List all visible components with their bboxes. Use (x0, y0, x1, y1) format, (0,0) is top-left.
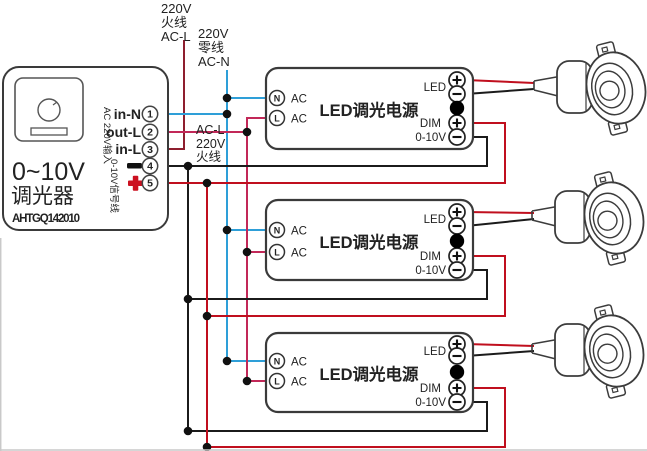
wire-dim-plus-driver2 (207, 255, 506, 317)
driver-title: LED调光电源 (320, 100, 420, 120)
svg-text:DIM: DIM (420, 118, 441, 130)
dimmer-side-label-signal: 0-10V信号线 (108, 159, 120, 213)
svg-text:AC: AC (291, 94, 307, 106)
dimmer-box: 0~10V 调光器 AHTGQ142010 AC 220V输入 0-10V信号线… (2, 66, 169, 231)
minus-icon (127, 163, 142, 169)
dimmer-label-out-l: out-L (106, 124, 141, 140)
svg-text:L: L (274, 377, 280, 387)
label-live-out: AC-L 220V 火线 (196, 123, 226, 164)
svg-text:0-10V: 0-10V (415, 397, 446, 409)
svg-text:220V: 220V (198, 26, 229, 41)
dimmer-title-line2: 调光器 (11, 185, 74, 208)
svg-text:LED: LED (424, 346, 446, 358)
dimmer-knob-icon (14, 77, 84, 142)
driver-title: LED调光电源 (320, 364, 420, 384)
wire-led-plus-lamp2 (465, 211, 535, 214)
wire-led-minus-lamp3 (465, 350, 535, 357)
svg-text:L: L (274, 114, 280, 124)
svg-text:N: N (274, 226, 281, 236)
wire-led-minus-lamp1 (465, 88, 535, 95)
svg-text:AC-L: AC-L (196, 123, 225, 137)
dimmer-terminal-5 (141, 174, 159, 192)
driver-title: LED调光电源 (320, 232, 420, 252)
svg-text:LED: LED (424, 214, 446, 226)
feed-labels: 220V 火线 AC-L 220V 零线 AC-N AC-L 220V 火线 (161, 1, 230, 164)
svg-text:2: 2 (147, 127, 153, 139)
mounting-hole (449, 233, 465, 249)
wire-dim-minus-driver2 (188, 269, 488, 300)
driver-2: N L AC AC LED调光电源 LED DIM 0-10V (264, 198, 475, 282)
wire-dim-plus-driver1 (158, 122, 506, 184)
svg-text:火线: 火线 (196, 150, 222, 164)
wire-dim-plus-driver3 (207, 387, 506, 448)
dimmer-terminal-1 (141, 105, 159, 123)
svg-text:AC: AC (291, 357, 307, 369)
dimmer-label-in-l: in-L (115, 141, 141, 157)
dimmer-terminal-3 (141, 141, 159, 158)
wire-dim-minus-driver1 (158, 136, 488, 167)
svg-text:AC: AC (291, 248, 307, 260)
svg-text:AC: AC (291, 226, 307, 238)
dimmer-title-line1: 0~10V (12, 158, 85, 186)
dimmer-label-in-n: in-N (114, 106, 141, 122)
svg-text:DIM: DIM (420, 251, 441, 263)
svg-text:AC-N: AC-N (198, 54, 230, 69)
svg-text:AC: AC (291, 377, 307, 389)
svg-text:N: N (274, 94, 281, 104)
dimmer-terminal-4 (141, 157, 159, 175)
svg-text:4: 4 (147, 161, 153, 173)
spotlight-1 (533, 35, 647, 140)
mounting-hole (449, 100, 465, 116)
driver-3: N L AC AC LED调光电源 LED DIM 0-10V (264, 331, 475, 414)
dimmer-terminal-2 (141, 123, 159, 141)
label-live-in: 220V 火线 AC-L (161, 1, 192, 44)
svg-text:L: L (274, 248, 280, 258)
svg-text:AC: AC (291, 114, 307, 126)
svg-text:火线: 火线 (161, 15, 187, 30)
wire-dim-minus-driver3 (188, 401, 488, 432)
svg-text:零线: 零线 (198, 40, 224, 55)
svg-text:N: N (274, 357, 281, 367)
wire-led-minus-lamp2 (465, 218, 535, 227)
driver-1: N L AC AC LED调光电源 LED DIM 0-10V (264, 66, 475, 151)
svg-text:1: 1 (147, 109, 153, 121)
mounting-hole (449, 364, 465, 380)
svg-text:LED: LED (424, 82, 446, 94)
junction-dots (183, 93, 252, 451)
svg-text:220V: 220V (161, 1, 192, 16)
svg-text:0-10V: 0-10V (415, 132, 446, 144)
dimmer-model: AHTGQ142010 (12, 213, 80, 225)
image-border (0, 238, 647, 451)
wire-l-driver1 (246, 117, 270, 132)
svg-text:3: 3 (147, 144, 153, 156)
dimmer-side-label-ac: AC 220V输入 (101, 107, 113, 165)
plus-icon (128, 175, 143, 191)
spotlight-3 (531, 298, 647, 403)
svg-text:5: 5 (147, 178, 153, 190)
spotlight-2 (531, 165, 647, 270)
wire-led-plus-lamp3 (465, 343, 535, 347)
wire-led-plus-lamp1 (465, 79, 535, 84)
svg-text:0-10V: 0-10V (415, 265, 446, 277)
svg-text:DIM: DIM (420, 383, 441, 395)
svg-text:AC-L: AC-L (161, 29, 191, 44)
label-neutral-in: 220V 零线 AC-N (198, 26, 230, 69)
svg-text:220V: 220V (196, 137, 226, 151)
